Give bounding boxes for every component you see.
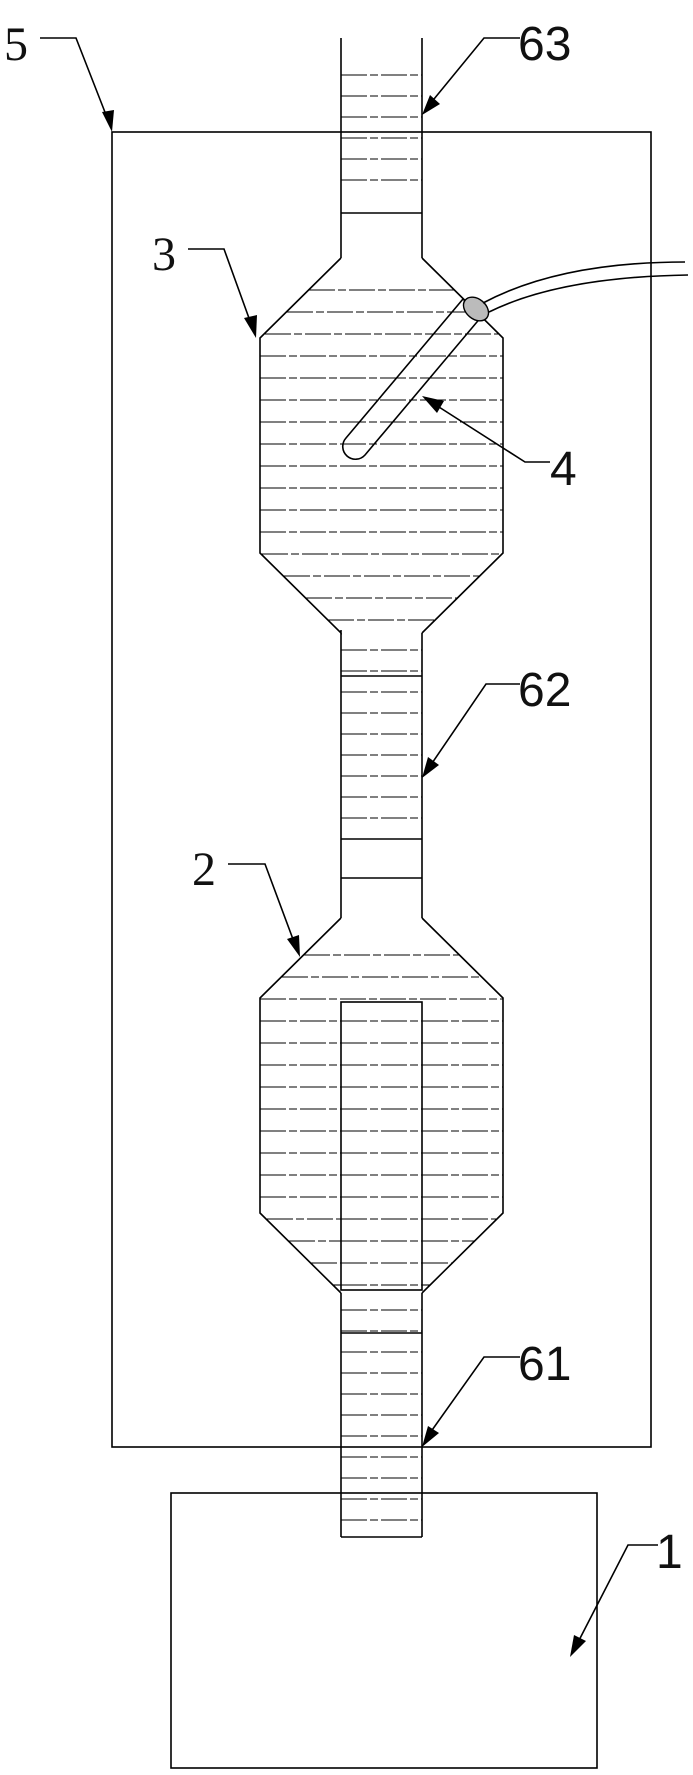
probe-cable	[482, 261, 686, 304]
vessel-3	[259, 257, 504, 635]
label-4: 4	[550, 443, 577, 496]
housing-5	[111, 131, 652, 1448]
label-5: 5	[4, 18, 28, 71]
pipe-segment-63	[340, 38, 423, 258]
leader-lines	[40, 37, 658, 1657]
probe-cable-2	[488, 274, 689, 313]
label-61: 61	[518, 1338, 571, 1391]
probe-cap	[462, 296, 490, 322]
liquid-hatching	[260, 74, 503, 1521]
base-box-1	[170, 1492, 598, 1769]
label-2: 2	[192, 843, 216, 896]
label-62: 62	[518, 664, 571, 717]
label-3: 3	[152, 228, 176, 281]
vessel-2	[259, 917, 504, 1294]
probe-4	[341, 261, 689, 461]
label-63: 63	[518, 18, 571, 71]
label-1: 1	[656, 1526, 683, 1579]
inner-tube	[340, 1001, 423, 1291]
